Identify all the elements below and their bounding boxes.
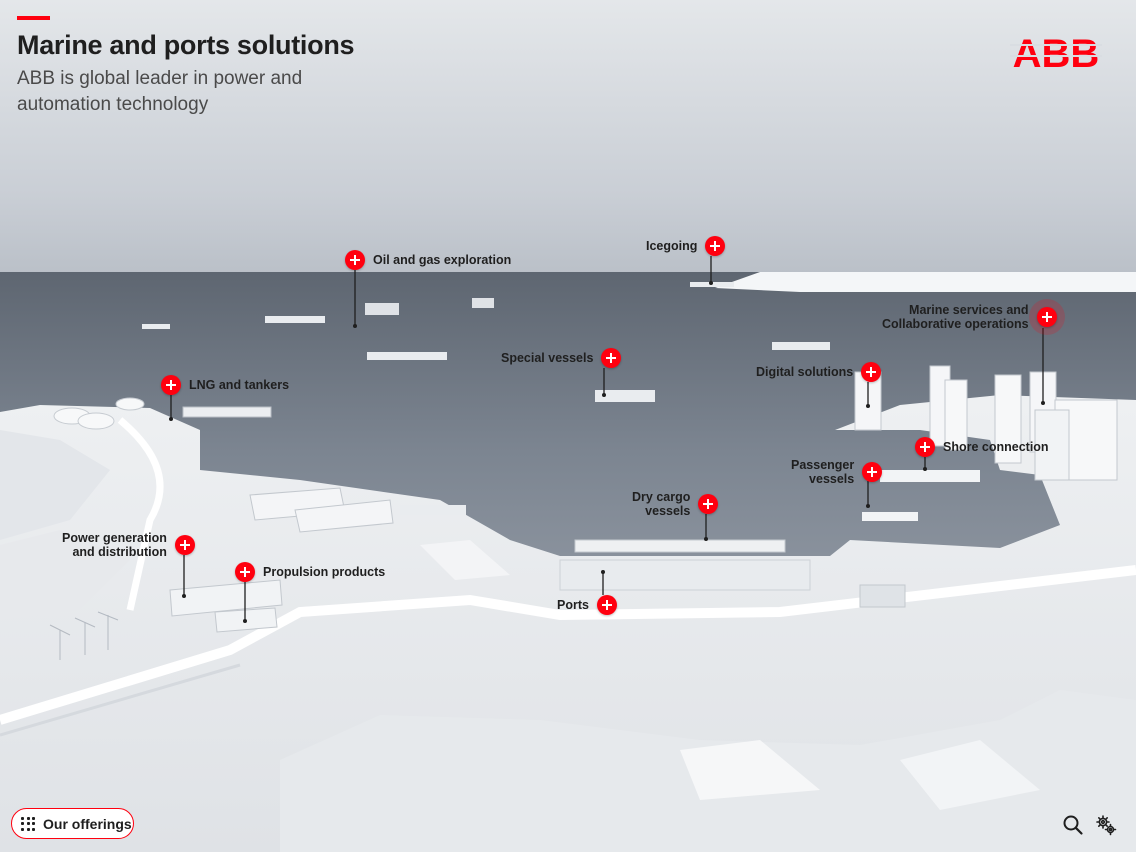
hotspot-label: Special vessels (501, 351, 594, 365)
settings-gears-icon[interactable] (1095, 814, 1117, 836)
hotspot-oil-gas-exploration[interactable]: Oil and gas exploration (345, 250, 511, 270)
our-offerings-label: Our offerings (43, 815, 132, 832)
hotspot-propulsion-products[interactable]: Propulsion products (235, 562, 385, 582)
hotspot-special-vessels[interactable]: Special vessels (501, 348, 622, 368)
plus-icon (601, 348, 622, 368)
plus-icon (861, 362, 882, 382)
page-title: Marine and ports solutions (17, 30, 355, 60)
page-subtitle: ABB is global leader in power and automa… (17, 68, 303, 115)
hotspot-ports[interactable]: Ports (557, 595, 617, 615)
abb-logo: ABB (1010, 34, 1102, 70)
hotspot-label: Ports (557, 598, 589, 612)
plus-icon (1036, 307, 1057, 327)
accent-bar (17, 16, 50, 20)
hotspot-label: Icegoing (646, 239, 698, 253)
plus-icon (174, 535, 195, 555)
search-icon[interactable] (1062, 814, 1084, 836)
plus-icon (235, 562, 255, 582)
hotspot-label: LNG and tankers (189, 378, 290, 392)
hotspot-label: Propulsion products (263, 565, 386, 579)
our-offerings-button[interactable]: Our offerings (11, 808, 134, 839)
hotspot-label: Oil and gas exploration (373, 253, 512, 267)
hotspot-lng-tankers[interactable]: LNG and tankers (161, 375, 289, 395)
plus-icon (915, 437, 935, 457)
hotspot-label: Shore connection (943, 440, 1049, 454)
plus-icon (596, 595, 617, 615)
plus-icon (705, 236, 726, 256)
hotspot-digital-solutions[interactable]: Digital solutions (756, 362, 882, 382)
grid-icon (21, 816, 35, 831)
svg-text:ABB: ABB (1013, 34, 1100, 70)
hotspot-icegoing[interactable]: Icegoing (646, 236, 726, 256)
plus-icon (862, 462, 883, 482)
hotspot-shore-connection[interactable]: Shore connection (915, 437, 1049, 457)
plus-icon (698, 494, 719, 514)
hotspot-label: Digital solutions (756, 365, 854, 379)
plus-icon (345, 250, 365, 270)
plus-icon (161, 375, 181, 395)
